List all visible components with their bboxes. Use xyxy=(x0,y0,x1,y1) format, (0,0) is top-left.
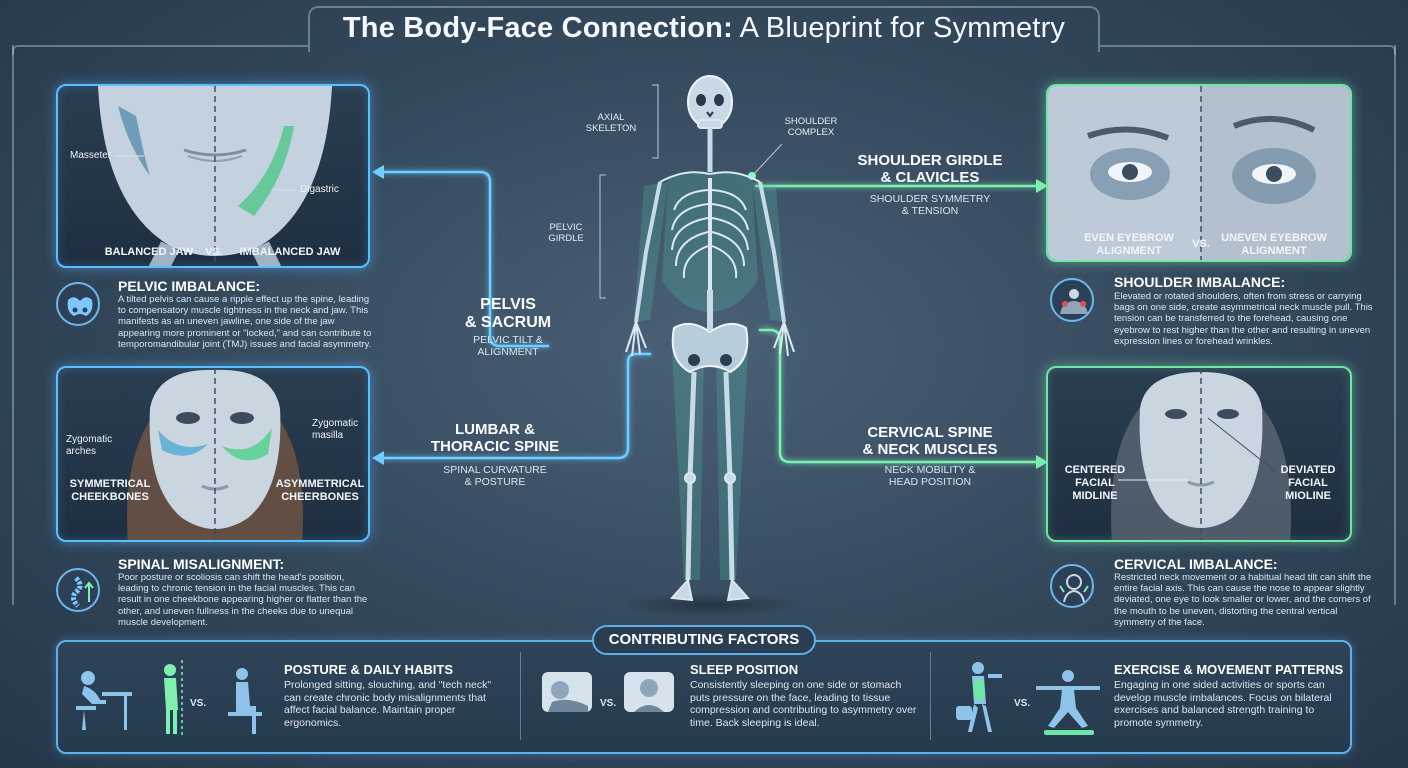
midline-illustration xyxy=(1111,368,1291,540)
label-digastric: Digastric xyxy=(300,184,339,195)
label-neck-mobility: NECK MOBILITY & HEAD POSITION xyxy=(884,464,976,488)
pelvic-imbalance-body: A tilted pelvis can cause a ripple effec… xyxy=(118,294,372,350)
pelvic-imbalance-title: PELVIC IMBALANCE: xyxy=(118,278,261,294)
pelvis-icon xyxy=(56,282,100,326)
cheek-illustration xyxy=(127,368,303,540)
label-spinal-curvature: SPINAL CURVATURE & POSTURE xyxy=(443,464,547,488)
shoulder-imbalance-body: Elevated or rotated shoulders, often fro… xyxy=(1114,291,1373,347)
label-pelvic-tilt: PELVIC TILT & ALIGNMENT xyxy=(473,334,543,358)
factor-divider xyxy=(930,652,931,740)
panel-eyebrow-comparison: EVEN EYEBROW ALIGNMENT VS. UNEVEN EYEBRO… xyxy=(1046,84,1352,262)
panel-midline-comparison: CENTERED FACIAL MIDLINE DEVIATED FACIAL … xyxy=(1046,366,1352,542)
exercise-vs: VS. xyxy=(1014,698,1031,709)
contributing-factors-heading: CONTRIBUTING FACTORS xyxy=(592,625,816,655)
page-title: The Body-Face Connection: A Blueprint fo… xyxy=(342,12,1066,44)
label-cervical-spine: CERVICAL SPINE & NECK MUSCLES xyxy=(862,424,998,458)
neck-icon xyxy=(1050,564,1094,608)
sleep-vs: VS. xyxy=(600,698,617,709)
spinal-misalignment-title: SPINAL MISALIGNMENT: xyxy=(118,556,285,572)
shoulder-imbalance-title: SHOULDER IMBALANCE: xyxy=(1114,274,1286,290)
label-balanced-jaw: BALANCED JAW xyxy=(104,246,194,258)
label-pelvic-girdle: PELVIC GIRDLE xyxy=(548,222,584,244)
spinal-misalignment-body: Poor posture or scoliosis can shift the … xyxy=(118,572,368,628)
label-deviated-midline: DEVIATED FACIAL MIOLINE xyxy=(1280,464,1336,502)
label-axial-skeleton: AXIAL SKELETON xyxy=(585,112,637,134)
label-shoulder-complex: SHOULDER COMPLEX xyxy=(784,116,838,138)
cervical-imbalance-title: CERVICAL IMBALANCE: xyxy=(1114,556,1278,572)
spine-icon xyxy=(56,568,100,612)
exercise-patterns-body: Engaging in one sided activities or spor… xyxy=(1114,679,1332,729)
label-asymmetrical-cheekbones: ASYMMETRICAL CHEERBONES xyxy=(275,478,365,503)
posture-illustration xyxy=(76,660,262,736)
posture-habits-title: POSTURE & DAILY HABITS xyxy=(284,662,454,677)
skeleton-figure xyxy=(615,75,805,617)
label-vs: VS. xyxy=(205,246,223,258)
cervical-imbalance-body: Restricted neck movement or a habitual h… xyxy=(1114,572,1372,628)
sleep-position-title: SLEEP POSITION xyxy=(690,662,799,677)
label-symmetrical-cheekbones: SYMMETRICAL CHEEKBONES xyxy=(69,478,151,503)
factor-divider xyxy=(520,652,521,740)
contributing-factors-panel xyxy=(56,640,1352,754)
label-vs: VS. xyxy=(1192,238,1210,250)
posture-habits-body: Prolonged sitting, slouching, and "tech … xyxy=(284,679,492,729)
label-pelvis-sacrum: PELVIS & SACRUM xyxy=(464,296,552,331)
label-imbalanced-jaw: IMBALANCED JAW xyxy=(239,246,341,258)
eyebrow-illustration xyxy=(1048,86,1350,260)
sleep-position-body: Consistently sleeping on one side or sto… xyxy=(690,679,917,729)
label-masseter: Masseter xyxy=(70,150,112,161)
jaw-illustration xyxy=(98,86,332,266)
posture-vs: VS. xyxy=(190,698,207,709)
panel-jaw-comparison: Masseter Digastric BALANCED JAW VS. IMBA… xyxy=(56,84,370,268)
label-uneven-eyebrow: UNEVEN EYEBROW ALIGNMENT xyxy=(1221,232,1327,257)
panel-cheekbone-comparison: Zygomatic arches Zygomatic masilla SYMME… xyxy=(56,366,370,542)
label-shoulder-girdle: SHOULDER GIRDLE & CLAVICLES xyxy=(857,152,1003,186)
label-shoulder-symmetry: SHOULDER SYMMETRY & TENSION xyxy=(869,193,991,217)
label-even-eyebrow: EVEN EYEBROW ALIGNMENT xyxy=(1084,232,1174,257)
exercise-illustration xyxy=(956,662,1100,735)
label-centered-midline: CENTERED FACIAL MIDLINE xyxy=(1064,464,1126,502)
label-lumbar-thoracic: LUMBAR & THORACIC SPINE xyxy=(430,421,560,455)
shoulders-icon xyxy=(1050,278,1094,322)
sleep-illustration xyxy=(542,672,674,712)
label-zygomatic-arches: Zygomatic arches xyxy=(66,434,113,457)
exercise-patterns-title: EXERCISE & MOVEMENT PATTERNS xyxy=(1114,662,1344,677)
label-zygomatic-masilla: Zygomatic masilla xyxy=(312,418,359,441)
